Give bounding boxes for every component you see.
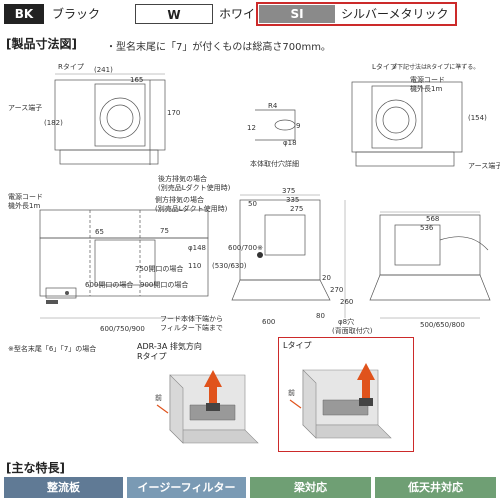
feature-beam-compatible: 梁対応 bbox=[250, 477, 371, 498]
hood-bottom-label: フード本体下端から bbox=[160, 314, 223, 323]
l-type-label: Lタイプ bbox=[372, 62, 397, 71]
dimensions-title: [製品寸法図] bbox=[6, 37, 77, 51]
dim-170: 170 bbox=[167, 109, 180, 117]
dim-600-700: 600/700※ bbox=[228, 244, 263, 252]
l-type-illustration: 前 bbox=[288, 363, 392, 439]
front-label-l: 前 bbox=[288, 388, 295, 397]
dimension-drawing: Rタイプ Lタイプ ※下記寸法はRタイプに準ずる。 アース端子 電源コード 機外… bbox=[8, 62, 500, 353]
rear-hole-label: (背面取付穴) bbox=[332, 326, 373, 335]
dim-75: 75 bbox=[160, 227, 169, 235]
illustration-r-type: Rタイプ bbox=[137, 352, 167, 361]
dim-536: 536 bbox=[420, 224, 434, 232]
exhaust-direction-title: ADR-3A 排気方向 bbox=[137, 342, 202, 351]
color-name-si: シルバーメタリック bbox=[341, 7, 449, 21]
color-name-bk: ブラック bbox=[52, 7, 101, 21]
earth-label-l: アース端子 bbox=[468, 161, 500, 170]
rear-duct-label: (別売品Lダクト使用時) bbox=[158, 183, 231, 192]
power-cord-label-l: 電源コード bbox=[410, 75, 445, 84]
opening-750-label: 750開口の場合 bbox=[135, 264, 183, 273]
earth-label-r: アース端子 bbox=[8, 103, 42, 112]
illustration-l-type: Lタイプ bbox=[283, 341, 312, 350]
dim-12: 12 bbox=[247, 124, 256, 132]
power-cord-label-r: 電源コード bbox=[8, 192, 43, 201]
dim-260: 260 bbox=[340, 298, 353, 306]
dim-275: 275 bbox=[290, 205, 303, 213]
dim-154: (154) bbox=[468, 114, 487, 122]
cord-length-label-r: 機外長1m bbox=[8, 201, 40, 210]
dim-148: φ148 bbox=[188, 244, 206, 252]
dim-110: 110 bbox=[188, 262, 201, 270]
dim-600-750-900: 600/750/900 bbox=[100, 325, 145, 333]
dim-phi8: φ8穴 bbox=[338, 317, 354, 326]
dim-335: 335 bbox=[286, 196, 299, 204]
dim-r4: R4 bbox=[268, 102, 278, 110]
selected-color-frame bbox=[256, 2, 457, 26]
side-exhaust-label: 側方排気の場合 bbox=[155, 195, 204, 204]
dim-600: 600 bbox=[262, 318, 275, 326]
mount-detail-label: 本体取付穴詳細 bbox=[250, 159, 299, 168]
dim-50: 50 bbox=[248, 200, 257, 208]
dim-20: 20 bbox=[322, 274, 331, 282]
color-code-bk[interactable]: BK bbox=[4, 4, 44, 24]
dim-500: 500/650/800 bbox=[420, 321, 465, 329]
dim-18: φ18 bbox=[283, 139, 297, 147]
dim-182: (182) bbox=[44, 119, 63, 127]
feature-low-ceiling: 低天井対応 bbox=[375, 477, 496, 498]
filter-bottom-label: フィルター下端まで bbox=[160, 323, 223, 332]
features-title: [主な特長] bbox=[6, 461, 65, 475]
color-code-si[interactable]: SI bbox=[259, 5, 335, 23]
side-duct-label: (別売品Lダクト使用時) bbox=[155, 204, 228, 213]
dim-568: 568 bbox=[426, 215, 439, 223]
dim-80: 80 bbox=[316, 312, 325, 320]
opening-600-label: 600開口の場合 bbox=[85, 280, 133, 289]
r-type-label: Rタイプ bbox=[58, 62, 84, 71]
dim-165: 165 bbox=[130, 76, 143, 84]
color-name-w: ホワイト bbox=[219, 7, 268, 21]
color-code-w[interactable]: W bbox=[135, 4, 213, 24]
feature-rectifier-plate: 整流板 bbox=[4, 477, 123, 498]
dimensions-note: ・型名末尾に「7」が付くものは総高さ700mm。 bbox=[106, 42, 331, 53]
l-type-note: ※下記寸法はRタイプに準ずる。 bbox=[392, 63, 479, 71]
dim-241: (241) bbox=[94, 66, 113, 74]
opening-900-label: 900開口の場合 bbox=[140, 280, 188, 289]
cord-length-label-l: 機外長1m bbox=[410, 84, 442, 93]
dim-9: 9 bbox=[296, 122, 300, 130]
front-label-r: 前 bbox=[155, 393, 162, 402]
r-type-illustration: 前 bbox=[155, 370, 259, 444]
rear-exhaust-label: 後方排気の場合 bbox=[158, 174, 207, 183]
dim-270: 270 bbox=[330, 286, 343, 294]
model-note-label: ※型名末尾「6」「7」の場合 bbox=[8, 344, 96, 353]
dim-65: 65 bbox=[95, 228, 104, 236]
dim-375: 375 bbox=[282, 187, 295, 195]
l-type-highlight-frame bbox=[278, 337, 414, 452]
color-options: BK ブラック W ホワイト SI シルバーメタリック bbox=[4, 2, 496, 26]
dim-530: (530/630) bbox=[212, 262, 247, 270]
feature-easy-filter: イージーフィルター bbox=[127, 477, 246, 498]
